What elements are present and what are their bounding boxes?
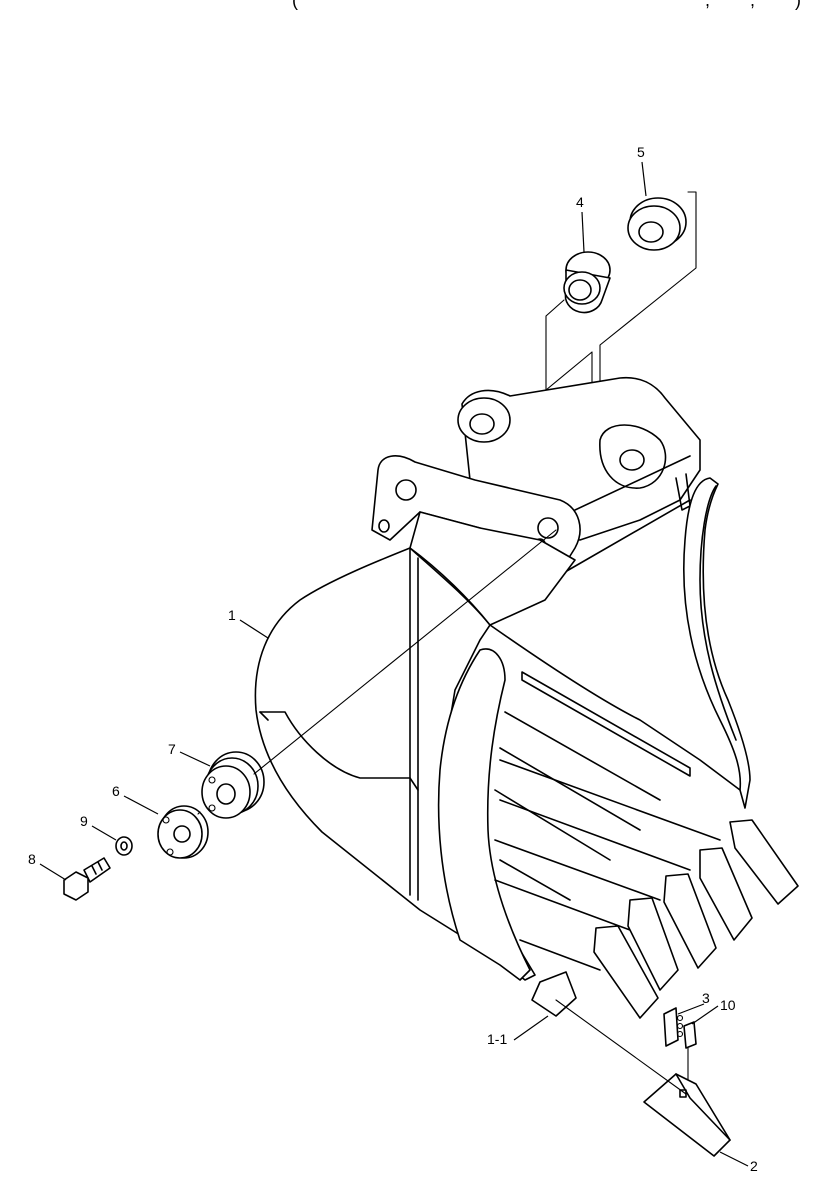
tooth-mounted-4 [627,897,679,991]
lock-part-10 [683,1021,697,1049]
callout-4: 4 [576,194,584,210]
callout-9: 9 [80,813,88,829]
clipped-header: ( , , ) [292,0,801,10]
callout-5: 5 [637,144,645,160]
callouts: 1 1-1 2 3 4 5 6 7 8 9 10 [28,144,758,1174]
assembly-line-pin [197,529,557,815]
header-comma-1: , [705,0,710,10]
washer-part-9 [115,836,133,856]
tooth-part-2 [643,1073,731,1157]
callout-2: 2 [750,1158,758,1174]
leader-7 [179,751,211,767]
spacer-part-7 [201,751,265,819]
leader-5 [641,161,647,197]
bucket-body-part-1 [254,376,751,981]
bushing-small-part-4 [563,251,611,314]
callout-1-1: 1-1 [487,1031,507,1047]
tooth-mounted-5 [593,925,659,1019]
leader-8 [39,863,67,881]
header-comma-2: , [750,0,755,10]
leader-3 [677,1003,705,1015]
leader-4 [581,211,585,253]
tooth-mounted-1 [729,819,799,905]
leader-2 [719,1151,749,1167]
callout-8: 8 [28,851,36,867]
callout-3: 3 [702,990,710,1006]
callout-1: 1 [228,607,236,623]
callout-10: 10 [720,997,736,1013]
leader-1 [239,619,269,639]
assembly-line-tooth [555,999,689,1095]
tooth-mounted-2 [699,847,753,941]
header-paren-right: ) [795,0,801,10]
bushing-large-part-5 [627,197,687,251]
leader-6 [123,795,159,815]
mounted-teeth [531,819,799,1019]
callout-7: 7 [168,741,176,757]
tooth-mounted-3 [663,873,717,969]
washer-part-6 [157,805,209,859]
pin-part-3 [663,1007,684,1047]
bolt-part-8 [63,857,111,901]
leader-10 [691,1005,719,1025]
header-paren-left: ( [292,0,298,10]
leader-1-1 [513,1015,549,1041]
leader-9 [91,825,117,841]
callout-6: 6 [112,783,120,799]
